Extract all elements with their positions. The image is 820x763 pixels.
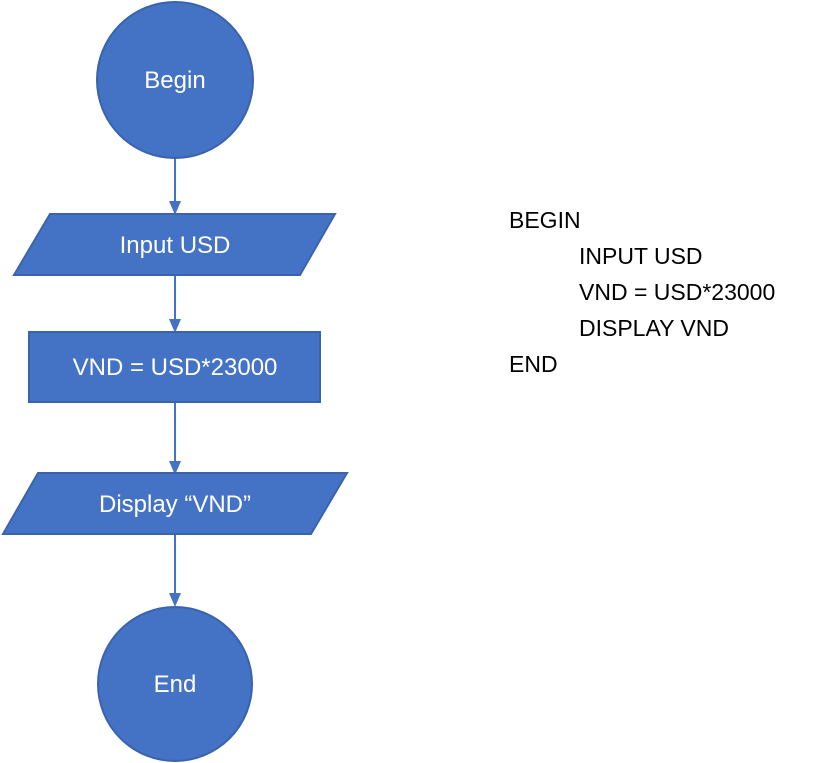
display-label: Display “VND” — [99, 491, 251, 518]
process-label: VND = USD*23000 — [73, 354, 278, 381]
display-parallelogram — [1, 472, 349, 535]
end-terminal — [97, 606, 253, 762]
pseudocode-block: BEGIN INPUT USD VND = USD*23000 DISPLAY … — [509, 202, 775, 382]
pseudocode-line-display: DISPLAY VND — [579, 315, 729, 341]
pseudocode-line-input: INPUT USD — [579, 243, 703, 269]
end-label: End — [154, 671, 197, 698]
input-label: Input USD — [120, 232, 231, 259]
input-parallelogram — [12, 213, 337, 276]
begin-terminal — [96, 1, 254, 159]
pseudocode-begin: BEGIN — [509, 207, 581, 233]
begin-label: Begin — [144, 67, 205, 94]
pseudocode-line-compute: VND = USD*23000 — [579, 279, 776, 305]
process-rectangle — [28, 331, 321, 403]
pseudocode-end: END — [509, 351, 558, 377]
